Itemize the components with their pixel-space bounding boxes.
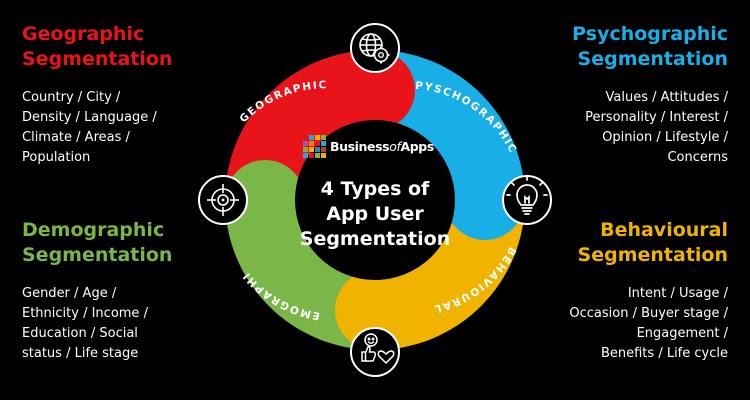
- ring-cap-behavioural: [335, 270, 415, 350]
- geographic-desc-line-2: Density / Language /: [22, 110, 157, 125]
- ring-cap-demographic: [225, 160, 305, 240]
- ring-cap-psychographic: [445, 160, 525, 240]
- center-title-line-2: App User: [326, 203, 424, 225]
- behavioural-desc-line-1: Intent / Usage /: [627, 286, 728, 301]
- logo-text-apps: Apps: [400, 139, 433, 154]
- logo-text-business: Business: [330, 139, 389, 154]
- geographic-desc-line-3: Climate / Areas /: [22, 130, 130, 145]
- psychographic-title-line-1: Psychographic: [572, 23, 728, 45]
- target-crosshair-icon: [198, 175, 248, 225]
- psychographic-title-line-2: Segmentation: [577, 48, 728, 70]
- geographic-title-line-1: Geographic: [22, 23, 145, 45]
- demographic-desc-line-2: Ethnicity / Income /: [22, 306, 148, 321]
- psychographic-desc-line-1: Values / Attitudes /: [605, 90, 728, 105]
- geographic-desc-line-1: Country / City /: [22, 90, 121, 105]
- logo-text-of: of: [389, 139, 402, 154]
- globe-gear-icon: [350, 23, 400, 73]
- business-of-apps-logo-mark: [303, 135, 326, 158]
- demographic-description: Gender / Age / Ethnicity / Income / Educ…: [22, 284, 148, 364]
- geographic-description: Country / City / Density / Language / Cl…: [22, 88, 157, 168]
- behavioural-title-line-1: Behavioural: [600, 219, 728, 241]
- psychographic-desc-line-4: Concerns: [667, 150, 728, 165]
- behavioural-desc-line-4: Benefits / Life cycle: [600, 346, 728, 361]
- center-title-line-3: Segmentation: [300, 228, 450, 250]
- demographic-desc-line-4: status / Life stage: [22, 346, 139, 361]
- demographic-title-line-2: Segmentation: [22, 244, 173, 266]
- geographic-title-line-2: Segmentation: [22, 48, 173, 70]
- psychographic-desc-line-2: Personality / Interest /: [585, 110, 728, 125]
- psychographic-description: Values / Attitudes / Personality / Inter…: [585, 88, 728, 168]
- business-of-apps-logo-text: BusinessofApps: [330, 139, 434, 154]
- behavioural-desc-line-2: Occasion / Buyer stage /: [569, 306, 728, 321]
- psychographic-desc-line-3: Opinion / Lifestyle /: [602, 130, 728, 145]
- behavioural-title-line-2: Segmentation: [577, 244, 728, 266]
- demographic-title-line-1: Demographic: [22, 219, 165, 241]
- behavioural-desc-line-3: Engagement /: [636, 326, 728, 341]
- psychographic-title: Psychographic Segmentation: [572, 22, 728, 72]
- smiley-thumbs-up-heart-icon: [350, 327, 400, 377]
- geographic-title: Geographic Segmentation: [22, 22, 172, 72]
- center-title-line-1: 4 Types of: [321, 178, 430, 200]
- behavioural-description: Intent / Usage / Occasion / Buyer stage …: [569, 284, 728, 364]
- ring-cap-geographic: [335, 50, 415, 130]
- behavioural-title: Behavioural Segmentation: [578, 218, 728, 268]
- center-disk: [295, 120, 455, 280]
- demographic-desc-line-1: Gender / Age /: [22, 286, 117, 301]
- demographic-title: Demographic Segmentation: [22, 218, 172, 268]
- demographic-desc-line-3: Education / Social: [22, 326, 138, 341]
- lightbulb-icon: [502, 175, 552, 225]
- geographic-desc-line-4: Population: [22, 150, 91, 165]
